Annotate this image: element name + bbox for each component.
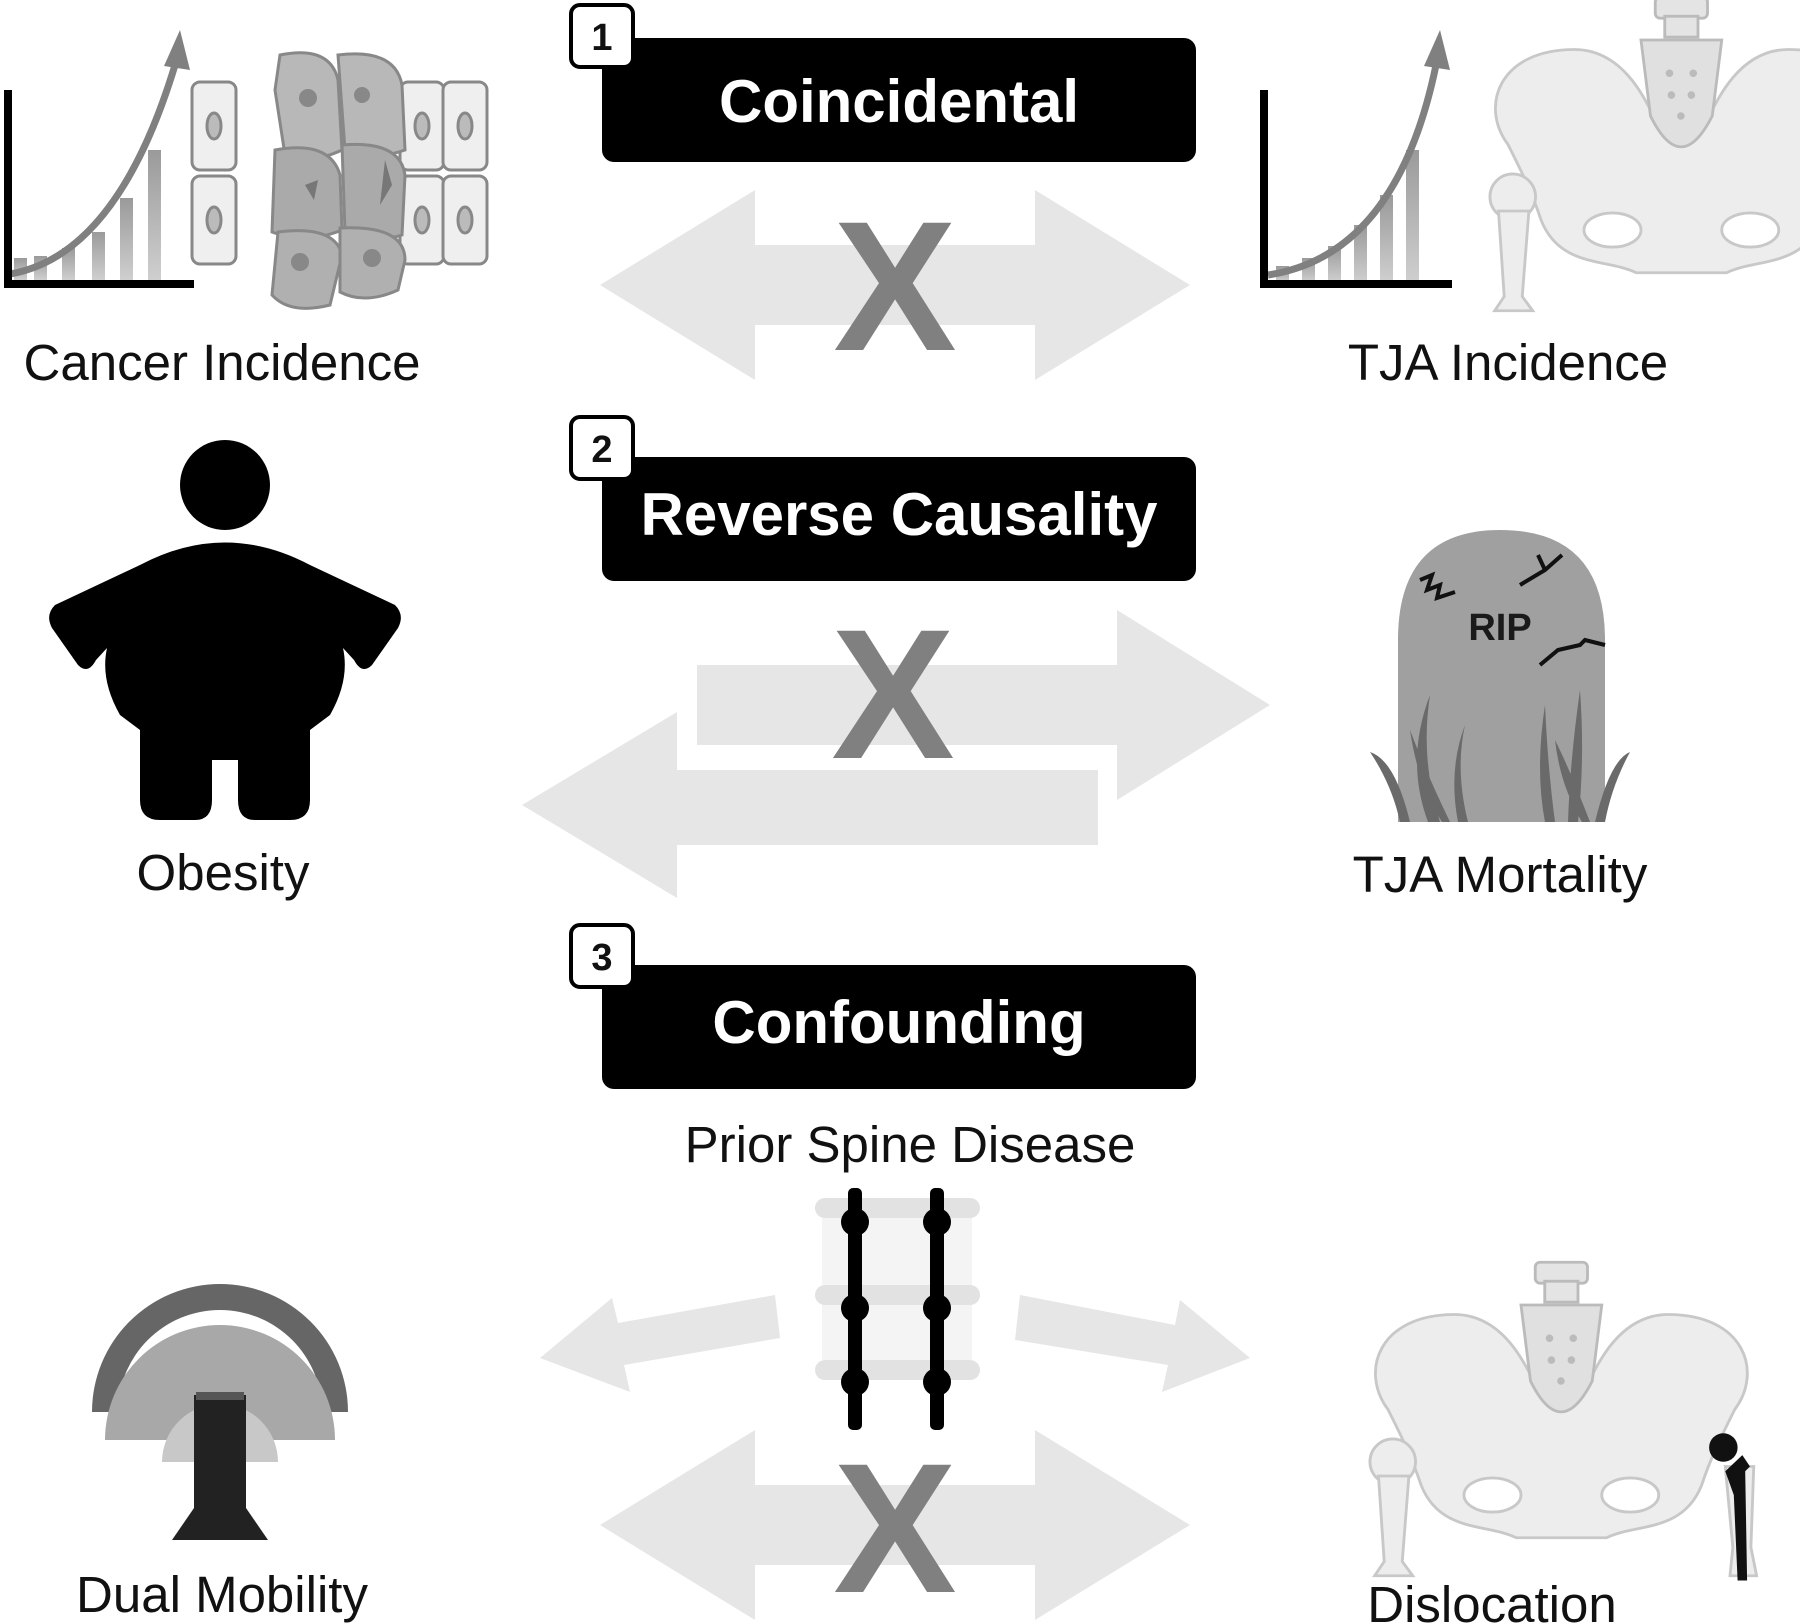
section-number-badge xyxy=(569,415,635,481)
tombstone-rip-text: RIP xyxy=(1468,607,1531,649)
confounder-arrow-left xyxy=(540,1295,780,1392)
tja-mortality-label: TJA Mortality xyxy=(1353,846,1648,903)
tumor-cells-icon xyxy=(190,51,489,310)
obesity-label: Obesity xyxy=(137,844,310,901)
section-coincidental: X Coincidental 1 xyxy=(4,0,1800,391)
section-confounding: Confounding 3 Prior Spine Disease X xyxy=(76,923,1759,1624)
dislocation-label: Dislocation xyxy=(1367,1576,1616,1624)
tombstone-icon: RIP xyxy=(1370,530,1630,822)
tja-growth-icon xyxy=(1260,30,1452,288)
dual-mobility-implant-icon xyxy=(92,1284,348,1540)
section-banner xyxy=(602,457,1196,581)
section-number: 2 xyxy=(591,429,612,471)
double-arrow xyxy=(600,1430,1190,1620)
cancer-incidence-label: Cancer Incidence xyxy=(24,334,421,391)
section-banner xyxy=(602,965,1196,1089)
tja-incidence-label: TJA Incidence xyxy=(1348,334,1668,391)
no-link-x-mark: X xyxy=(833,1426,956,1624)
dislocated-hip-icon xyxy=(1368,1260,1759,1582)
prior-spine-disease-label: Prior Spine Disease xyxy=(685,1116,1136,1173)
section-title: Reverse Causality xyxy=(641,481,1159,548)
section-banner xyxy=(602,38,1196,162)
bar-growth-icon xyxy=(4,30,194,288)
dual-mobility-label: Dual Mobility xyxy=(76,1566,368,1623)
confounder-arrow-right xyxy=(1015,1295,1250,1392)
no-link-x-mark: X xyxy=(831,592,954,798)
section-number-badge xyxy=(569,3,635,69)
reverse-arrow xyxy=(522,712,1098,898)
pelvis-hip-implant-icon xyxy=(1488,0,1800,317)
spine-fusion-icon xyxy=(815,1188,980,1430)
section-number: 3 xyxy=(591,937,612,979)
double-arrow xyxy=(600,190,1190,380)
section-reverse-causality: X Reverse Causality 2 Obesity RIP TJA Mo… xyxy=(49,415,1648,903)
section-title: Confounding xyxy=(712,989,1085,1056)
no-link-x-mark: X xyxy=(833,184,956,390)
obese-person-icon xyxy=(49,440,401,820)
section-title: Coincidental xyxy=(719,68,1079,135)
section-number: 1 xyxy=(591,17,612,59)
section-number-badge xyxy=(569,923,635,989)
forward-arrow xyxy=(697,610,1270,800)
